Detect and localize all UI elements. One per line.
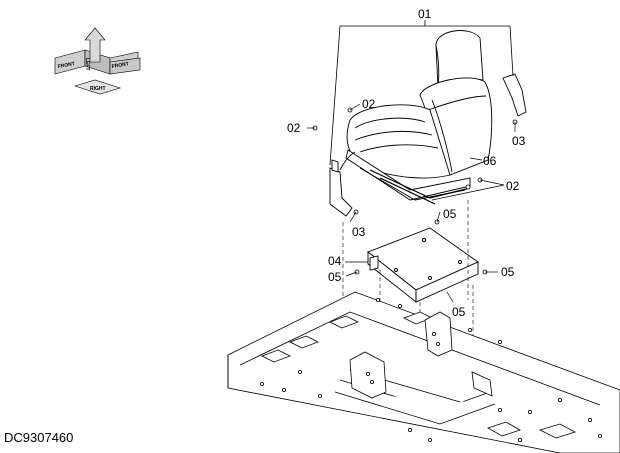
orientation-label-front-2: FRONT [111, 61, 129, 70]
callout-04: 04 [328, 254, 342, 268]
callout-05-left: 05 [328, 270, 342, 284]
callout-02-left: 02 [287, 121, 301, 135]
callout-03-right: 03 [512, 134, 526, 148]
callout-01: 01 [418, 7, 432, 21]
orientation-label-front-1: FRONT [57, 61, 75, 70]
callout-01-leader [329, 20, 514, 166]
callout-03-left: 03 [352, 225, 366, 239]
seat-mount-plate [367, 227, 479, 303]
bolts [312, 107, 518, 275]
orientation-arrows-icon: FRONT FRONT LEFT RIGHT [54, 27, 141, 95]
callout-05-upper: 05 [443, 207, 457, 221]
seat-assembly [329, 30, 527, 217]
callout-06: 06 [483, 154, 497, 168]
drawing-code: DC9307460 [4, 430, 73, 445]
callout-02-upper: 02 [362, 97, 376, 111]
leader-lines [307, 103, 516, 303]
callout-05-lower: 05 [452, 305, 466, 319]
callout-05-right: 05 [501, 265, 515, 279]
orientation-label-right: RIGHT [90, 86, 106, 92]
floor-plate [227, 291, 620, 453]
callout-02-right: 02 [506, 179, 520, 193]
orientation-label-left: LEFT [84, 58, 90, 71]
